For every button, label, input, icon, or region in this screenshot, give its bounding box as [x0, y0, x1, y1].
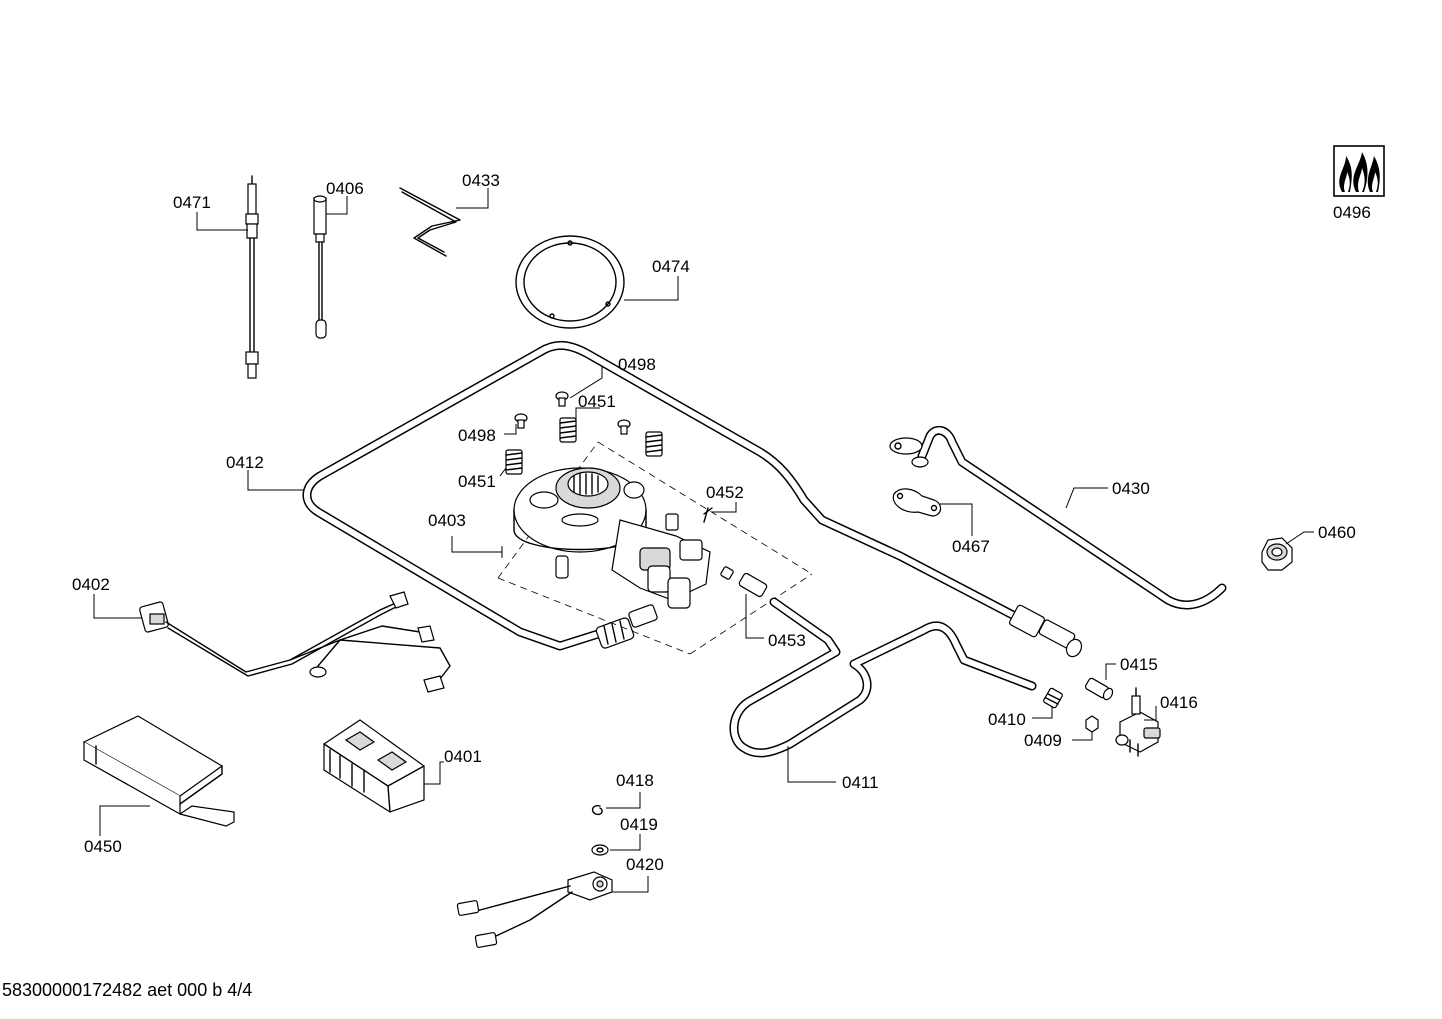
screw-0498-b	[514, 413, 528, 429]
label-0418: 0418	[616, 771, 654, 790]
label-0467: 0467	[952, 537, 990, 556]
label-0460: 0460	[1318, 523, 1356, 542]
label-0471: 0471	[173, 193, 211, 212]
flame-icon	[1333, 145, 1385, 197]
spring-0451-a	[559, 417, 577, 443]
document-code: 58300000172482 aet 000 b 4/4	[2, 980, 253, 1000]
nut-0460	[1261, 537, 1293, 571]
thermocouple-0471	[245, 175, 259, 379]
ignition-module-0401	[323, 719, 425, 813]
retaining-clip-0418	[591, 804, 603, 816]
gasket-0467	[892, 488, 942, 517]
label-0412: 0412	[226, 453, 264, 472]
label-0410: 0410	[988, 710, 1026, 729]
injector-0453	[720, 566, 768, 598]
fitting-0409	[1085, 715, 1099, 733]
label-0496: 0496	[1333, 203, 1371, 222]
spring-clip-0433	[399, 187, 461, 257]
label-0451-top: 0451	[578, 392, 616, 411]
washer-0419	[591, 844, 609, 856]
label-0403: 0403	[428, 511, 466, 530]
label-0430: 0430	[1112, 479, 1150, 498]
label-0419: 0419	[620, 815, 658, 834]
ignition-electrode-0406	[313, 195, 327, 339]
label-0452: 0452	[706, 483, 744, 502]
label-0453: 0453	[768, 631, 806, 650]
injector-0415	[1084, 677, 1114, 701]
screw-0452	[703, 507, 713, 523]
label-0411: 0411	[842, 773, 879, 792]
cable-harness-0402	[139, 591, 451, 693]
gas-pipe-0412	[302, 341, 1083, 658]
spring-0451-b	[505, 449, 523, 475]
label-0474: 0474	[652, 257, 690, 276]
screw-0498-c	[617, 419, 631, 435]
label-0433: 0433	[462, 171, 500, 190]
label-0409: 0409	[1024, 731, 1062, 750]
burner-assembly-0403	[497, 441, 813, 655]
label-0415: 0415	[1120, 655, 1158, 674]
label-0401: 0401	[444, 747, 482, 766]
screw-0498-a	[555, 391, 569, 407]
gas-pipe-0411	[729, 597, 1037, 758]
label-0402: 0402	[72, 575, 110, 594]
cover-plate-0450	[82, 715, 235, 827]
label-0451-left: 0451	[458, 472, 496, 491]
sensor-0420	[456, 871, 613, 948]
valve-0416	[1115, 687, 1161, 757]
gas-pipe-0430	[889, 425, 1227, 610]
label-0406: 0406	[326, 179, 364, 198]
label-0420: 0420	[626, 855, 664, 874]
label-0498-left: 0498	[458, 426, 496, 445]
burner-ring-gasket-0474	[515, 235, 625, 329]
label-0450: 0450	[84, 837, 122, 856]
spring-0451-c	[645, 431, 663, 457]
label-0416: 0416	[1160, 693, 1198, 712]
label-0498-top: 0498	[618, 355, 656, 374]
fitting-0410	[1043, 687, 1063, 709]
